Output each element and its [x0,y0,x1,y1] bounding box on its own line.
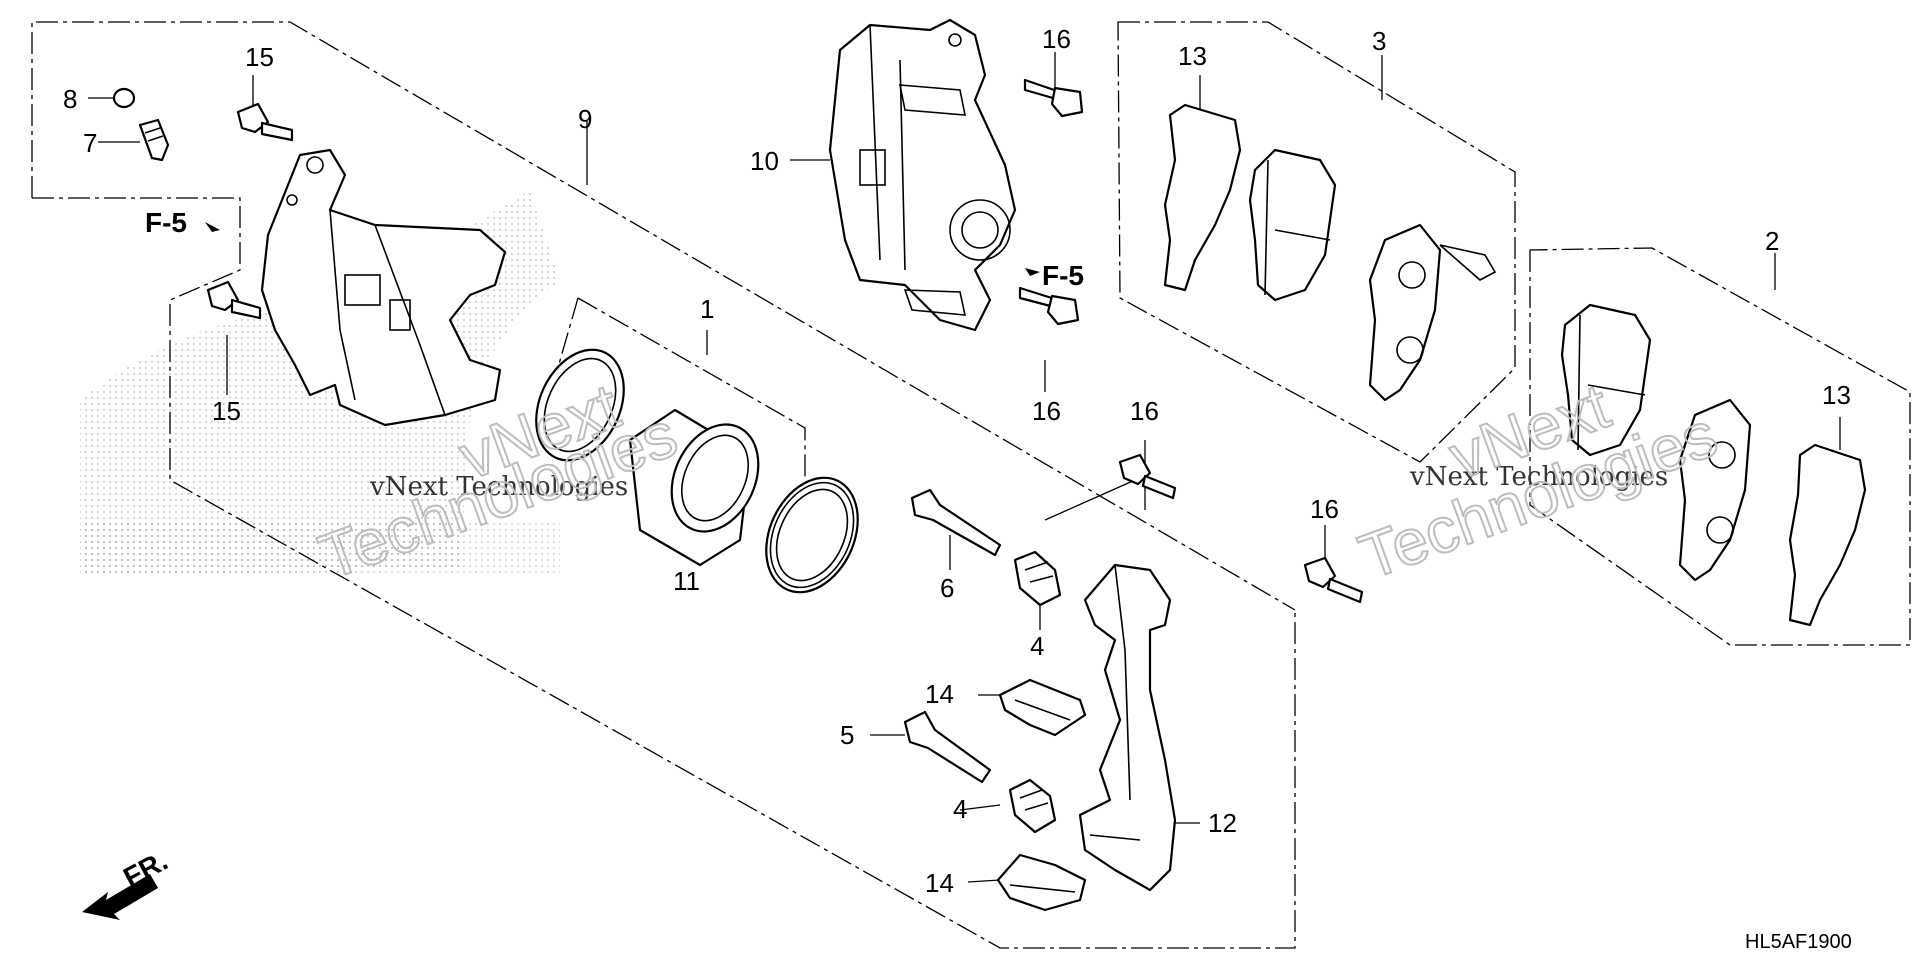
bolt-part-16-d [1303,556,1364,604]
callout-10: 10 [750,146,779,176]
callout-4-lower: 4 [953,794,967,824]
callout-3: 3 [1372,26,1386,56]
assembly-outline-3 [1117,21,1516,463]
front-direction-arrow-icon [82,874,158,920]
pad-retainer-part-14-upper [998,678,1087,737]
piston-seal-ring [535,348,625,462]
callout-16-c: 16 [1130,396,1159,426]
bolt-part-15-lower [206,280,262,320]
pin-boot-part-4-upper [1013,550,1062,607]
callout-16-a: 16 [1042,24,1071,54]
guide-pin-part-6 [910,488,1002,557]
reference-label-f5-right: F-5 [1042,260,1084,291]
bleeder-cap-part-8 [112,87,136,109]
pad-shim-part-13-lower [1788,443,1867,627]
diagram-code: HL5AF1900 [1745,931,1852,953]
callout-15-lower: 15 [212,396,241,426]
callout-9: 9 [578,104,592,134]
brake-pad-part-3-a [1248,148,1337,302]
watermark-text-2: vNext Technologies [1409,462,1668,492]
bolt-part-16-b [1018,286,1080,326]
callout-11: 11 [673,566,700,596]
piston-part-11 [628,408,760,567]
pad-retainer-part-14-lower [996,853,1087,912]
brake-pad-part-3-b [1368,223,1497,402]
callout-15-upper: 15 [245,42,274,72]
callout-13-upper: 13 [1178,41,1207,71]
bolt-part-16-c [1118,453,1177,500]
dust-boot-ring [765,476,859,594]
bolt-part-16-a [1023,78,1084,118]
callout-16-d: 16 [1310,494,1339,524]
callout-6: 6 [940,573,954,603]
assembly-outline-2 [1529,247,1911,646]
watermark-text-1: vNext Technologies [369,472,628,502]
callout-14-lower: 14 [925,868,954,898]
callout-5: 5 [840,720,854,750]
guide-pin-part-5 [903,710,992,784]
callout-16-b: 16 [1032,396,1061,426]
caliper-bracket-part-12 [1078,563,1177,892]
bolt-part-15-upper [236,102,294,142]
callout-12: 12 [1208,808,1237,838]
callout-13-lower: 13 [1822,380,1851,410]
bleeder-screw-part-7 [138,118,170,162]
caliper-assembly-part-10 [828,18,1017,332]
reference-arrow-icon [205,222,1040,276]
caliper-body-part-9 [260,148,507,427]
callout-1: 1 [700,294,714,324]
callout-14-upper: 14 [925,679,954,709]
callout-8: 8 [63,84,77,114]
reference-label-f5-left: F-5 [145,207,187,238]
callout-2: 2 [1765,226,1779,256]
callout-7: 7 [83,128,97,158]
pad-shim-part-13-upper [1163,103,1242,292]
callout-4-upper: 4 [1030,631,1044,661]
brake-pad-part-2-b [1678,398,1752,582]
callout-labels: 15 8 7 15 9 10 16 16 16 16 13 3 2 13 1 1… [63,24,1851,898]
front-label: FR. [118,845,172,894]
pin-boot-part-4-lower [1008,778,1057,834]
assembly-outline-9 [31,21,1296,949]
brake-pad-part-2-a [1560,303,1652,457]
